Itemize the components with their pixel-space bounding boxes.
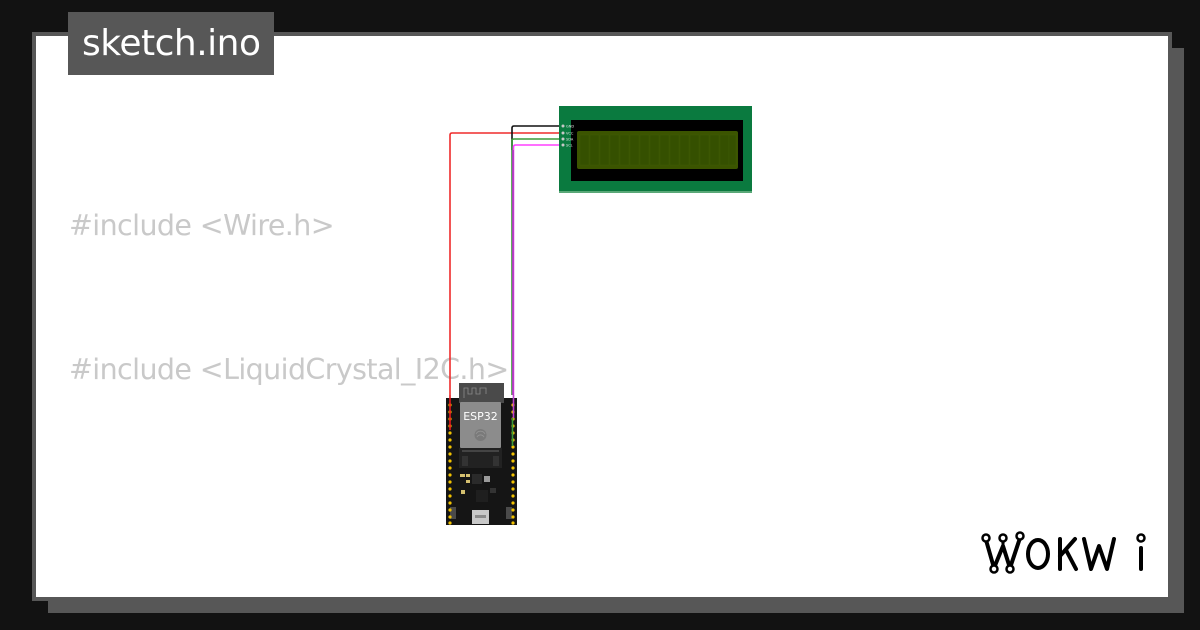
code-line: #include <LiquidCrystal_I2C.h> bbox=[69, 353, 509, 386]
code-line bbox=[69, 490, 1133, 538]
file-name-tab: sketch.ino bbox=[68, 12, 275, 75]
code-preview-panel: #include <Wire.h> #include <LiquidCrysta… bbox=[32, 32, 1172, 601]
code-line: #include <Wire.h> bbox=[69, 209, 335, 242]
code-listing: #include <Wire.h> #include <LiquidCrysta… bbox=[69, 106, 1133, 597]
wokwi-logo bbox=[981, 531, 1146, 574]
